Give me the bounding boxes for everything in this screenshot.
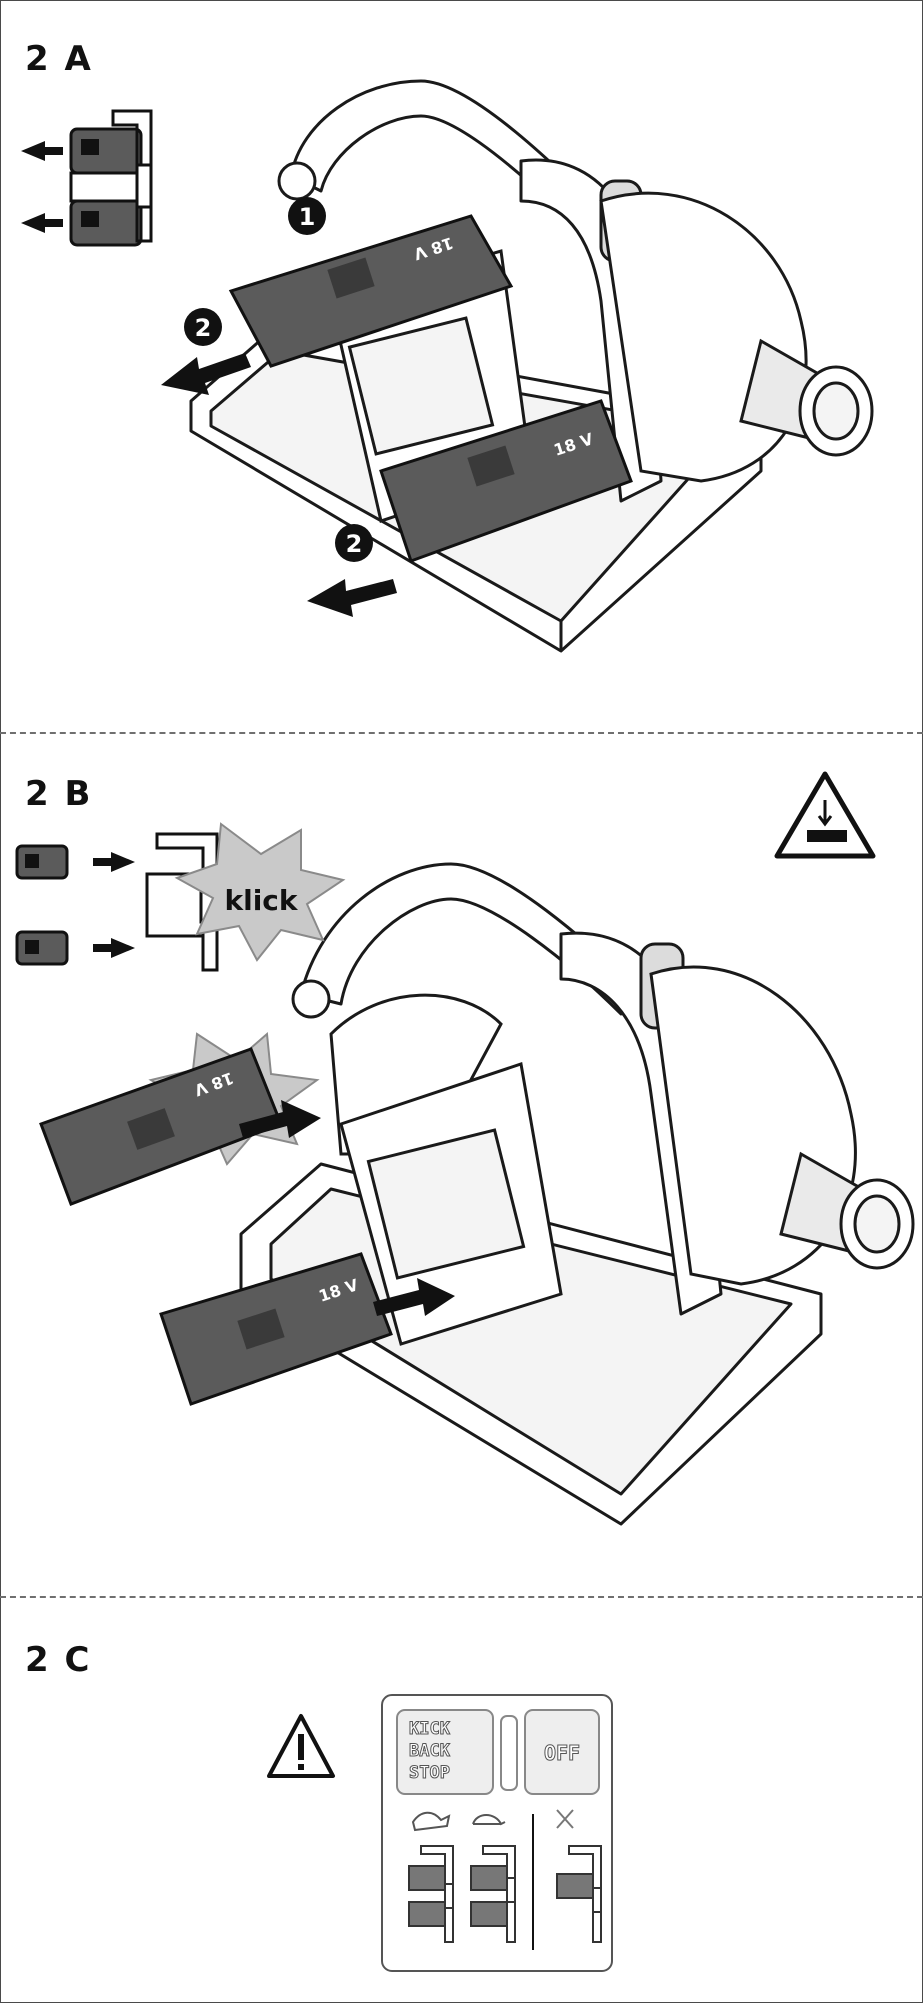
pull-arrow-icon: [161, 353, 251, 395]
off-label-box: [524, 1709, 600, 1795]
section-2b: 2 B: [1, 734, 922, 1594]
holder-icon-off: [556, 1845, 602, 1943]
insert-batteries-legend: [15, 832, 219, 972]
section-title-2b: 2 B: [25, 774, 93, 814]
battery-pack-lower: 18 V: [379, 399, 633, 563]
saw-motor: [649, 965, 915, 1286]
battery-pack-upper: 18 V: [228, 214, 514, 368]
turtle-icon: [472, 1814, 506, 1826]
insert-arrow-icon: [373, 1278, 455, 1316]
figure-2c: KICK BACK STOP OFF: [267, 1694, 613, 1972]
svg-text:KICK: KICK: [409, 1719, 451, 1739]
figure-2a: 18 V 18 V 1 2 2: [21, 79, 874, 653]
arrow-left-icon: [21, 141, 63, 161]
step-marker-2-lower: 2: [335, 524, 373, 562]
section-divider: [0, 732, 923, 734]
saw-motor: [599, 191, 874, 483]
holder-icon-slow: [470, 1845, 516, 1943]
svg-text:2: 2: [346, 530, 363, 558]
rabbit-icon: [411, 1811, 451, 1832]
battery-pack-lower: 18 V: [159, 1252, 393, 1406]
kickback-stop-label-box: [396, 1709, 494, 1795]
svg-text:2: 2: [195, 314, 212, 342]
klick-burst-upper: klick: [174, 822, 346, 962]
section-title-2c: 2 C: [25, 1640, 92, 1680]
section-title-2a: 2 A: [25, 39, 93, 79]
svg-text:BACK: BACK: [409, 1741, 451, 1761]
remove-batteries-legend: [21, 109, 153, 247]
figure-2b: klick klick 18 V 18 V: [15, 771, 915, 1526]
hand-pinch-warning-icon: [774, 771, 876, 859]
step-marker-2-upper: 2: [184, 308, 222, 346]
battery-holder: [339, 1062, 563, 1346]
cross-icon: [556, 1809, 574, 1829]
section-divider: [0, 1596, 923, 1598]
pull-arrow-icon: [307, 579, 397, 617]
holder-icon-fast: [408, 1845, 454, 1943]
arrow-right-icon: [93, 938, 135, 958]
insert-arrow-icon: [239, 1100, 321, 1138]
arrow-right-icon: [93, 852, 135, 872]
svg-text:STOP: STOP: [409, 1763, 450, 1783]
svg-text:klick: klick: [224, 884, 298, 917]
section-2c: 2 C KICK BACK STOP OFF: [1, 1598, 922, 2002]
arrow-left-icon: [21, 213, 63, 233]
control-panel: KICK BACK STOP OFF: [381, 1694, 613, 1972]
svg-text:1: 1: [299, 203, 316, 231]
section-2a: 2 A: [1, 1, 922, 731]
svg-text:OFF: OFF: [544, 1741, 580, 1765]
warning-icon: [267, 1714, 335, 1778]
step-marker-1: 1: [288, 197, 326, 235]
